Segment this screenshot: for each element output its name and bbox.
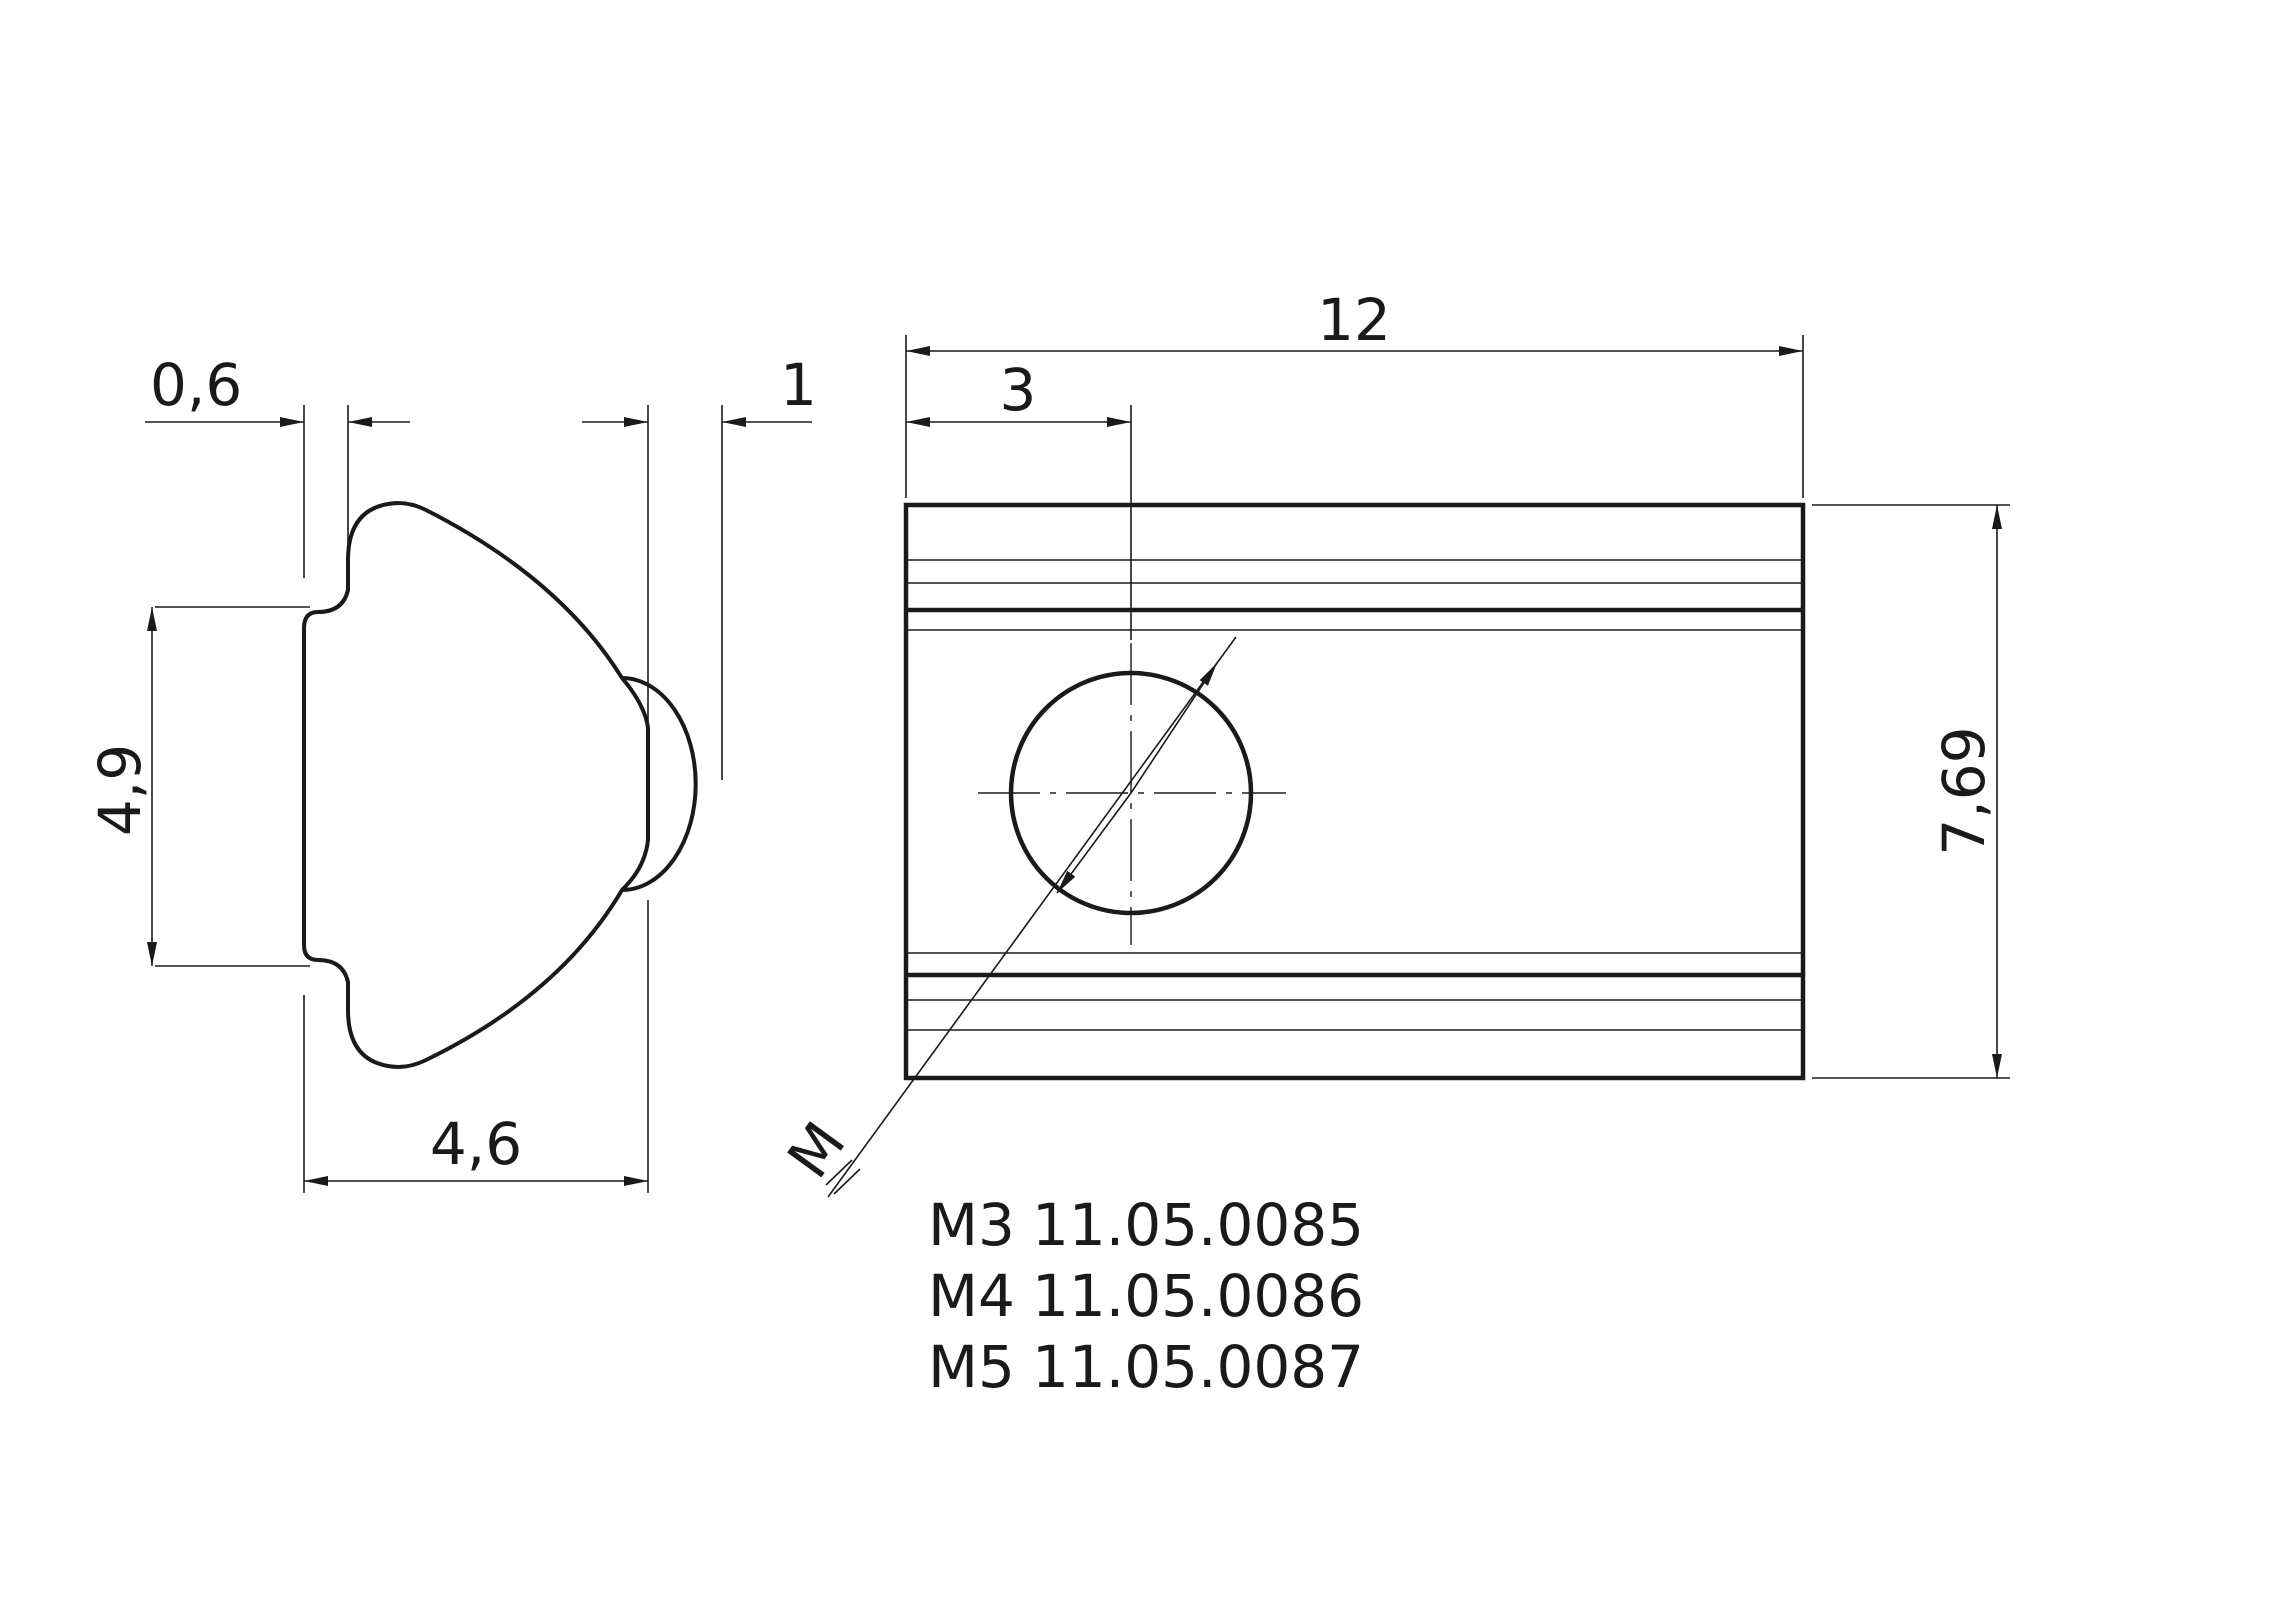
- thread-label: M: [774, 1110, 858, 1190]
- dimension-overall-height: 7,69: [1930, 726, 1998, 855]
- variant-article-number: 11.05.0085: [1032, 1191, 1364, 1259]
- variant-thread: M3: [928, 1191, 1015, 1259]
- dimension-slot-width: 0,6: [150, 351, 242, 419]
- nut-body-outline: [903, 502, 1806, 1081]
- variant-row: M3 11.05.0085: [928, 1191, 1364, 1259]
- profile-nose: [621, 676, 698, 892]
- variant-article-number: 11.05.0086: [1032, 1262, 1364, 1330]
- thread-leader-line: [827, 636, 1237, 1198]
- dimension-nose-offset: 1: [780, 351, 817, 419]
- profile-outline: [302, 501, 650, 1069]
- variant-thread: M4: [928, 1262, 1015, 1330]
- dimension-overall-length: 12: [1317, 286, 1391, 354]
- variant-row: M5 11.05.0087: [928, 1333, 1364, 1401]
- front-view: 12 3 7,69 M: [774, 286, 2010, 1198]
- variant-table: M3 11.05.0085 M4 11.05.0086 M5 11.05.008…: [928, 1191, 1364, 1401]
- variant-row: M4 11.05.0086: [928, 1262, 1364, 1330]
- variant-article-number: 11.05.0087: [1032, 1333, 1364, 1401]
- dimension-profile-width: 4,6: [430, 1110, 522, 1178]
- variant-thread: M5: [928, 1333, 1015, 1401]
- dimension-hole-position: 3: [1000, 356, 1037, 424]
- side-view: 0,6 1 4,9 4,6: [86, 351, 817, 1193]
- dimension-flank-height: 4,9: [86, 744, 154, 836]
